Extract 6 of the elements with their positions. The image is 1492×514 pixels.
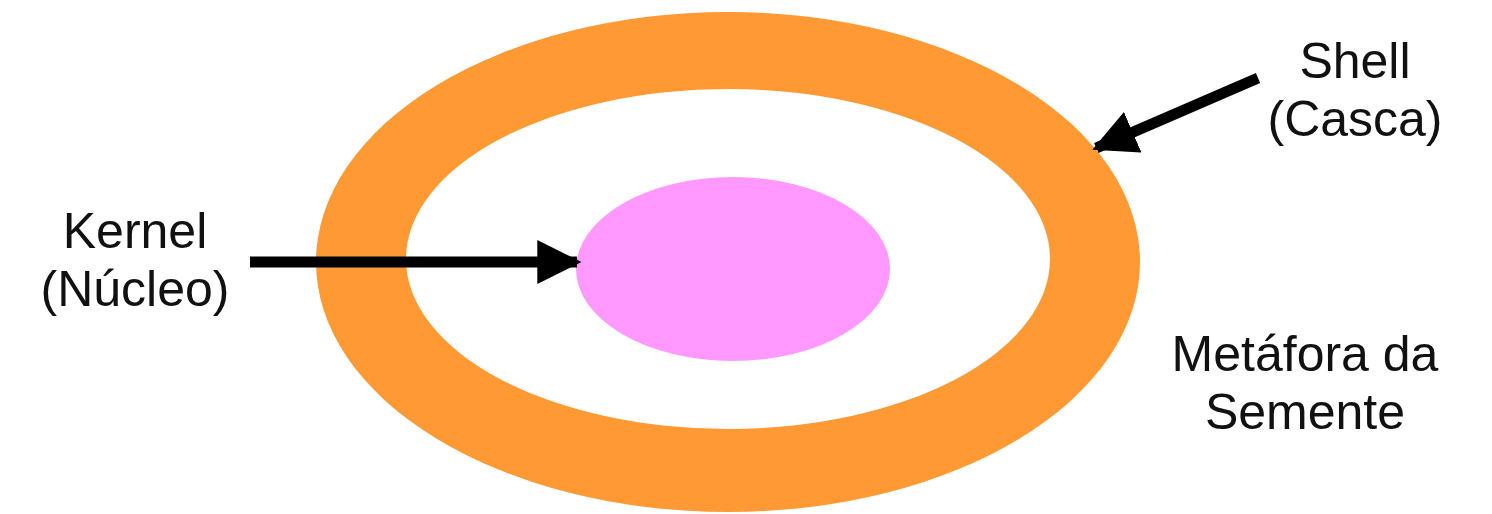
caption-text: Metáfora da Semente — [1170, 325, 1440, 441]
callout-label: Shell (Casca) — [1235, 20, 1475, 160]
shell-ring — [316, 12, 1140, 512]
arrow — [250, 240, 582, 284]
callout-label: Kernel (Núcleo) — [10, 190, 260, 330]
arrow — [1092, 72, 1261, 154]
